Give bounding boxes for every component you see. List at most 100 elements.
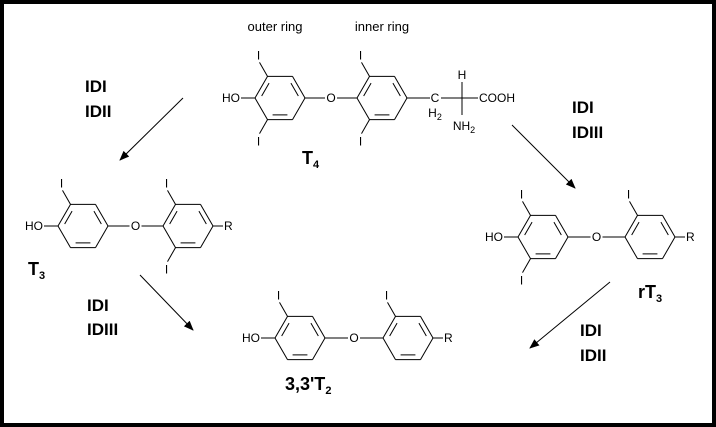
inner-ring-label: inner ring: [355, 19, 409, 34]
bond: [279, 302, 288, 317]
enzyme-label: IDI: [572, 98, 594, 117]
bond: [261, 82, 270, 97]
bond: [167, 190, 176, 205]
bond: [57, 204, 71, 227]
bond: [162, 225, 176, 248]
bond: [361, 119, 370, 134]
bond: [162, 204, 176, 227]
bond: [290, 82, 299, 97]
bond: [517, 215, 531, 238]
ether-oxygen: O: [592, 230, 601, 244]
alpha-hydrogen: H: [458, 68, 467, 82]
t4-label: T4: [302, 148, 320, 171]
hydroxyl-group: HO: [485, 230, 503, 244]
bond: [200, 204, 214, 227]
bond: [382, 337, 396, 360]
iodine-atom: I: [165, 176, 168, 190]
r-group: R: [224, 219, 233, 233]
bond: [553, 221, 562, 236]
enzyme-label: IDI: [87, 296, 109, 315]
iodine-atom: I: [520, 187, 523, 201]
hydroxyl-group: HO: [242, 331, 260, 345]
bond: [274, 337, 288, 360]
enzyme-label: IDIII: [572, 123, 603, 142]
bond: [95, 204, 109, 227]
bond: [631, 221, 640, 236]
r-group: R: [686, 230, 695, 244]
bond: [312, 337, 326, 360]
bond: [312, 316, 326, 339]
bond: [517, 236, 531, 259]
bond: [254, 76, 268, 99]
ether-oxygen: O: [326, 91, 335, 105]
hydroxyl-group: HO: [222, 91, 240, 105]
bond: [555, 236, 569, 259]
bond: [200, 225, 214, 248]
iodine-atom: I: [520, 274, 523, 288]
bond: [93, 210, 102, 225]
outer-ring-label: outer ring: [248, 19, 303, 34]
ether-oxygen: O: [349, 331, 358, 345]
bond: [624, 215, 638, 238]
iodine-atom: I: [359, 48, 362, 62]
iodine-atom: I: [257, 48, 260, 62]
rt3-label: rT3: [638, 282, 662, 305]
bond: [310, 322, 319, 337]
bond: [420, 316, 434, 339]
bond: [169, 210, 178, 225]
arrow-t3-to-t2: [139, 274, 194, 331]
bond: [259, 62, 268, 77]
bond: [387, 302, 396, 317]
bond: [662, 236, 676, 259]
bond: [62, 190, 71, 205]
iodine-atom: I: [277, 288, 280, 302]
enzyme-label: IDI: [85, 77, 107, 96]
bond: [274, 316, 288, 339]
bond: [420, 337, 434, 360]
bond: [389, 322, 398, 337]
bond: [662, 215, 676, 238]
bond: [629, 201, 638, 216]
iodine-atom: I: [385, 288, 388, 302]
iodine-atom: I: [60, 176, 63, 190]
bond: [361, 62, 370, 77]
arrow-rt3-to-t2: [529, 281, 611, 349]
arrow-t4-to-rt3: [511, 124, 576, 189]
bond: [356, 76, 370, 99]
iodine-atom: I: [359, 135, 362, 149]
t2-label: 3,3'T2: [285, 374, 331, 397]
bond: [292, 97, 306, 120]
bond: [522, 258, 531, 273]
bond: [418, 322, 427, 337]
bond: [394, 76, 408, 99]
iodine-atom: I: [627, 187, 630, 201]
hydroxyl-group: HO: [25, 219, 43, 233]
bond: [356, 97, 370, 120]
bond: [95, 225, 109, 248]
carboxyl-group: COOH: [479, 91, 515, 105]
enzyme-label: IDII: [85, 102, 111, 121]
enzyme-label: IDII: [580, 346, 606, 365]
canvas: [4, 4, 712, 423]
bond: [167, 247, 176, 262]
r-group: R: [444, 331, 453, 345]
bond: [394, 97, 408, 120]
ether-oxygen: O: [131, 219, 140, 233]
iodine-atom: I: [165, 263, 168, 277]
bond: [524, 221, 533, 236]
arrow-t4-to-t3: [119, 97, 184, 161]
bond: [254, 97, 268, 120]
bond: [198, 210, 207, 225]
bond: [624, 236, 638, 259]
t3-label: T3: [28, 259, 45, 282]
bond: [57, 225, 71, 248]
amine-group: NH2: [453, 119, 475, 135]
bond: [382, 316, 396, 339]
iodine-atom: I: [257, 135, 260, 149]
carbon-atom: C: [431, 91, 440, 105]
bond: [660, 221, 669, 236]
bond: [292, 76, 306, 99]
bond: [555, 215, 569, 238]
bond: [392, 82, 401, 97]
